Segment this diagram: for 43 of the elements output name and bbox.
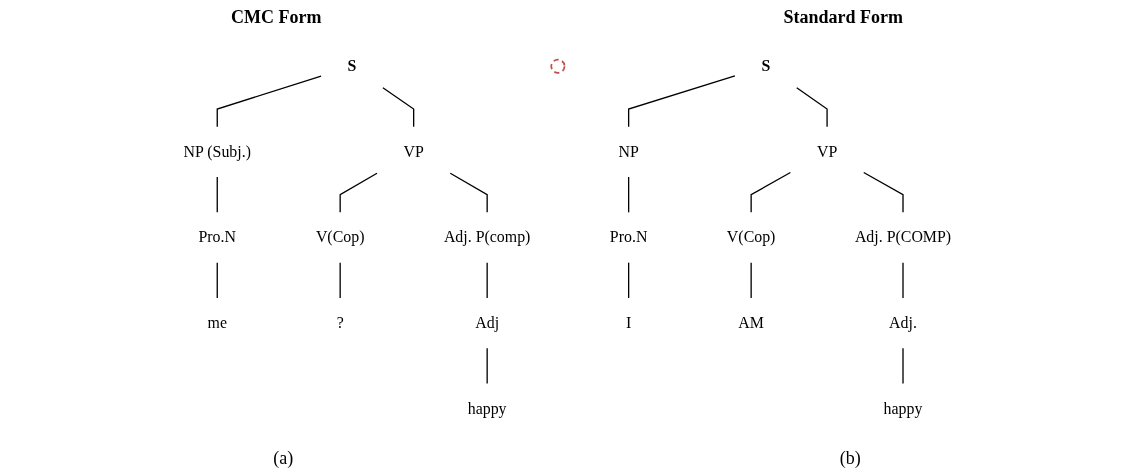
node-text: ? <box>336 313 344 332</box>
node-text: V(Cop) <box>726 228 776 246</box>
connector <box>750 171 791 213</box>
node-text: VP <box>403 142 424 161</box>
connector <box>902 262 904 299</box>
node-text: I <box>625 313 631 332</box>
connector <box>627 75 736 128</box>
node-text: Adj. P(comp) <box>443 228 531 246</box>
connector <box>216 176 218 213</box>
node-text: me <box>207 313 227 332</box>
node-text: Pro.N <box>198 228 236 246</box>
connector <box>486 262 488 299</box>
connector <box>449 172 488 213</box>
node-text: Pro.N <box>609 228 648 246</box>
connector <box>902 347 904 385</box>
node-text: AM <box>737 313 764 332</box>
node-text: Adj. <box>888 313 917 332</box>
connector <box>750 262 752 299</box>
tree-heading: CMC Form <box>231 6 322 28</box>
node-text: NP <box>618 142 639 161</box>
connector <box>339 172 378 213</box>
connector <box>627 176 629 213</box>
node-text: VP <box>816 142 837 161</box>
panel-caption: (b) <box>839 447 861 469</box>
node-text: happy <box>883 399 923 418</box>
node-text: NP (Subj.) <box>183 142 251 161</box>
node-text: Adj <box>474 313 499 332</box>
tree-heading: Standard Form <box>783 6 903 28</box>
connector <box>862 171 904 213</box>
connector <box>381 87 414 128</box>
node-ellipse <box>550 58 566 74</box>
connector <box>627 262 629 299</box>
node-text: Adj. P(COMP) <box>854 228 951 246</box>
panel-caption: (a) <box>273 447 294 469</box>
node-text: V(Cop) <box>315 228 365 246</box>
node-text: S <box>347 56 357 75</box>
connector <box>216 75 322 128</box>
connector <box>486 347 488 385</box>
node-text: S <box>761 56 770 75</box>
connector <box>795 87 828 128</box>
connector <box>216 262 218 299</box>
connector <box>339 262 341 299</box>
node-text: happy <box>467 399 507 418</box>
